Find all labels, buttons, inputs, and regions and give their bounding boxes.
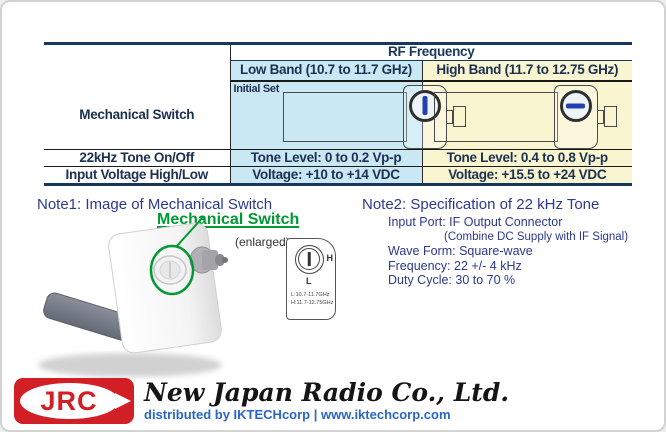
dial-ring-icon	[295, 245, 324, 274]
shadow	[38, 353, 222, 377]
note1-title: Note1: Image of Mechanical Switch	[37, 196, 273, 213]
note2-title: Note2: Specification of 22 kHz Tone	[362, 196, 600, 213]
distributor-line: distributed by IKTECHcorp | www.iktechco…	[144, 407, 451, 422]
enlarged-label: (enlarged)	[235, 235, 290, 249]
rf-frequency-header: RF Frequency	[230, 43, 633, 61]
table-row: Mechanical Switch Initial Set	[44, 81, 633, 150]
initial-set-label: Initial Set	[233, 83, 280, 95]
dial-horizontal-icon	[560, 89, 593, 122]
lnb-connector	[598, 109, 605, 124]
note2-line: Duty Cycle: 30 to 70 %	[388, 273, 516, 287]
empty-corner-cell	[44, 43, 231, 81]
table-row: 22kHz Tone On/Off Tone Level: 0 to 0.2 V…	[44, 149, 633, 167]
switch-high-cell	[421, 81, 633, 150]
dial-frequency-legend: L:10.7-11.7GHz H:11.7-12.75GHz	[291, 292, 334, 306]
lnb-body	[282, 91, 407, 142]
dial-vertical-icon	[408, 89, 441, 122]
voltage-high-value: Voltage: +15.5 to +24 VDC	[421, 166, 633, 185]
note2-body: Input Port: IF Output Connector (Combine…	[388, 215, 628, 288]
green-annotation-circle	[149, 244, 195, 296]
table-row: Low Band (10.7 to 11.7 GHz) High Band (1…	[44, 60, 633, 82]
note2-line: (Combine DC Supply with IF Signal)	[444, 230, 629, 243]
voltage-row-label: Input Voltage High/Low	[44, 166, 231, 185]
jrc-logo-text: JRC	[40, 385, 98, 416]
mechanical-switch-row-label: Mechanical Switch	[44, 81, 231, 150]
green-annotation-line	[175, 215, 205, 248]
tone-row-label: 22kHz Tone On/Off	[44, 149, 231, 167]
lnb-connector	[604, 105, 618, 127]
table-row: Input Voltage High/Low Voltage: +10 to +…	[44, 166, 633, 185]
dial-low-label: L	[306, 276, 312, 286]
note2-line: Input Port: IF Output Connector	[388, 215, 563, 229]
footer: JRC New Japan Radio Co., Ltd. distribute…	[14, 376, 509, 426]
note2-line: Wave Form: Square-wave	[388, 244, 533, 258]
tone-high-value: Tone Level: 0.4 to 0.8 Vp-p	[421, 149, 633, 167]
voltage-low-value: Voltage: +10 to +14 VDC	[230, 166, 422, 185]
spec-table: RF Frequency Low Band (10.7 to 11.7 GHz)…	[44, 42, 633, 186]
high-band-header: High Band (11.7 to 12.75 GHz)	[421, 60, 633, 82]
lnb-body	[434, 91, 559, 142]
lnb-box	[108, 222, 222, 354]
jrc-logo-oval	[20, 383, 119, 419]
lnb-drawing-high	[434, 84, 618, 149]
lnb-connector	[446, 109, 453, 124]
low-band-header: Low Band (10.7 to 11.7 GHz)	[230, 60, 422, 82]
jrc-logo: JRC	[14, 378, 134, 424]
table-row: RF Frequency	[44, 43, 633, 81]
switch-low-cell: Initial Set	[230, 81, 466, 150]
note2-line: Frequency: 22 +/- 4 kHz	[388, 258, 522, 273]
enlarged-switch-diagram: H L L:10.7-11.7GHz H:11.7-12.75GHz	[286, 238, 336, 320]
lnb-product-photo	[38, 215, 228, 377]
lnb-drawing-low	[282, 84, 467, 149]
lnb-connector	[452, 105, 466, 127]
tone-low-value: Tone Level: 0 to 0.2 Vp-p	[230, 149, 422, 167]
company-name: New Japan Radio Co., Ltd.	[144, 378, 510, 407]
dial-high-label: H	[326, 253, 334, 263]
